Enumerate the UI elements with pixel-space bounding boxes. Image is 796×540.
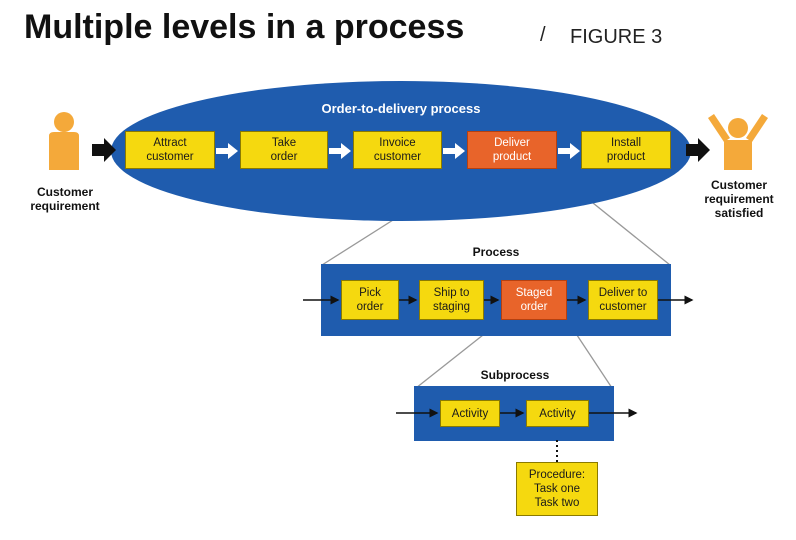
step-staged-order: Staged order <box>501 280 567 320</box>
customer-satisfied-label: Customer requirement satisfied <box>704 178 774 220</box>
output-arrow <box>686 138 710 162</box>
step-take-order: Take order <box>240 131 328 169</box>
title-separator: / <box>540 24 546 46</box>
order-to-delivery-label: Order-to-delivery process <box>321 101 481 116</box>
top-flow-arrows <box>216 143 580 159</box>
step-attract-customer: Attract customer <box>125 131 215 169</box>
step-ship-to-staging: Ship to staging <box>419 280 484 320</box>
step-install-product: Install product <box>581 131 671 169</box>
step-activity-2: Activity <box>526 400 589 427</box>
subprocess-label: Subprocess <box>480 368 550 382</box>
customer-requirement-label: Customer requirement <box>30 185 100 213</box>
input-arrow <box>92 138 116 162</box>
satisfied-customer-icon <box>708 114 768 170</box>
step-activity-1: Activity <box>440 400 500 427</box>
step-pick-order: Pick order <box>341 280 399 320</box>
step-deliver-to-customer: Deliver to customer <box>588 280 658 320</box>
step-invoice-customer: Invoice customer <box>353 131 442 169</box>
page-title: Multiple levels in a process <box>24 8 465 46</box>
procedure-box: Procedure: Task one Task two <box>516 462 598 516</box>
customer-icon <box>49 112 79 170</box>
figure-label: FIGURE 3 <box>570 26 663 48</box>
process-label: Process <box>472 245 520 259</box>
step-deliver-product: Deliver product <box>467 131 557 169</box>
